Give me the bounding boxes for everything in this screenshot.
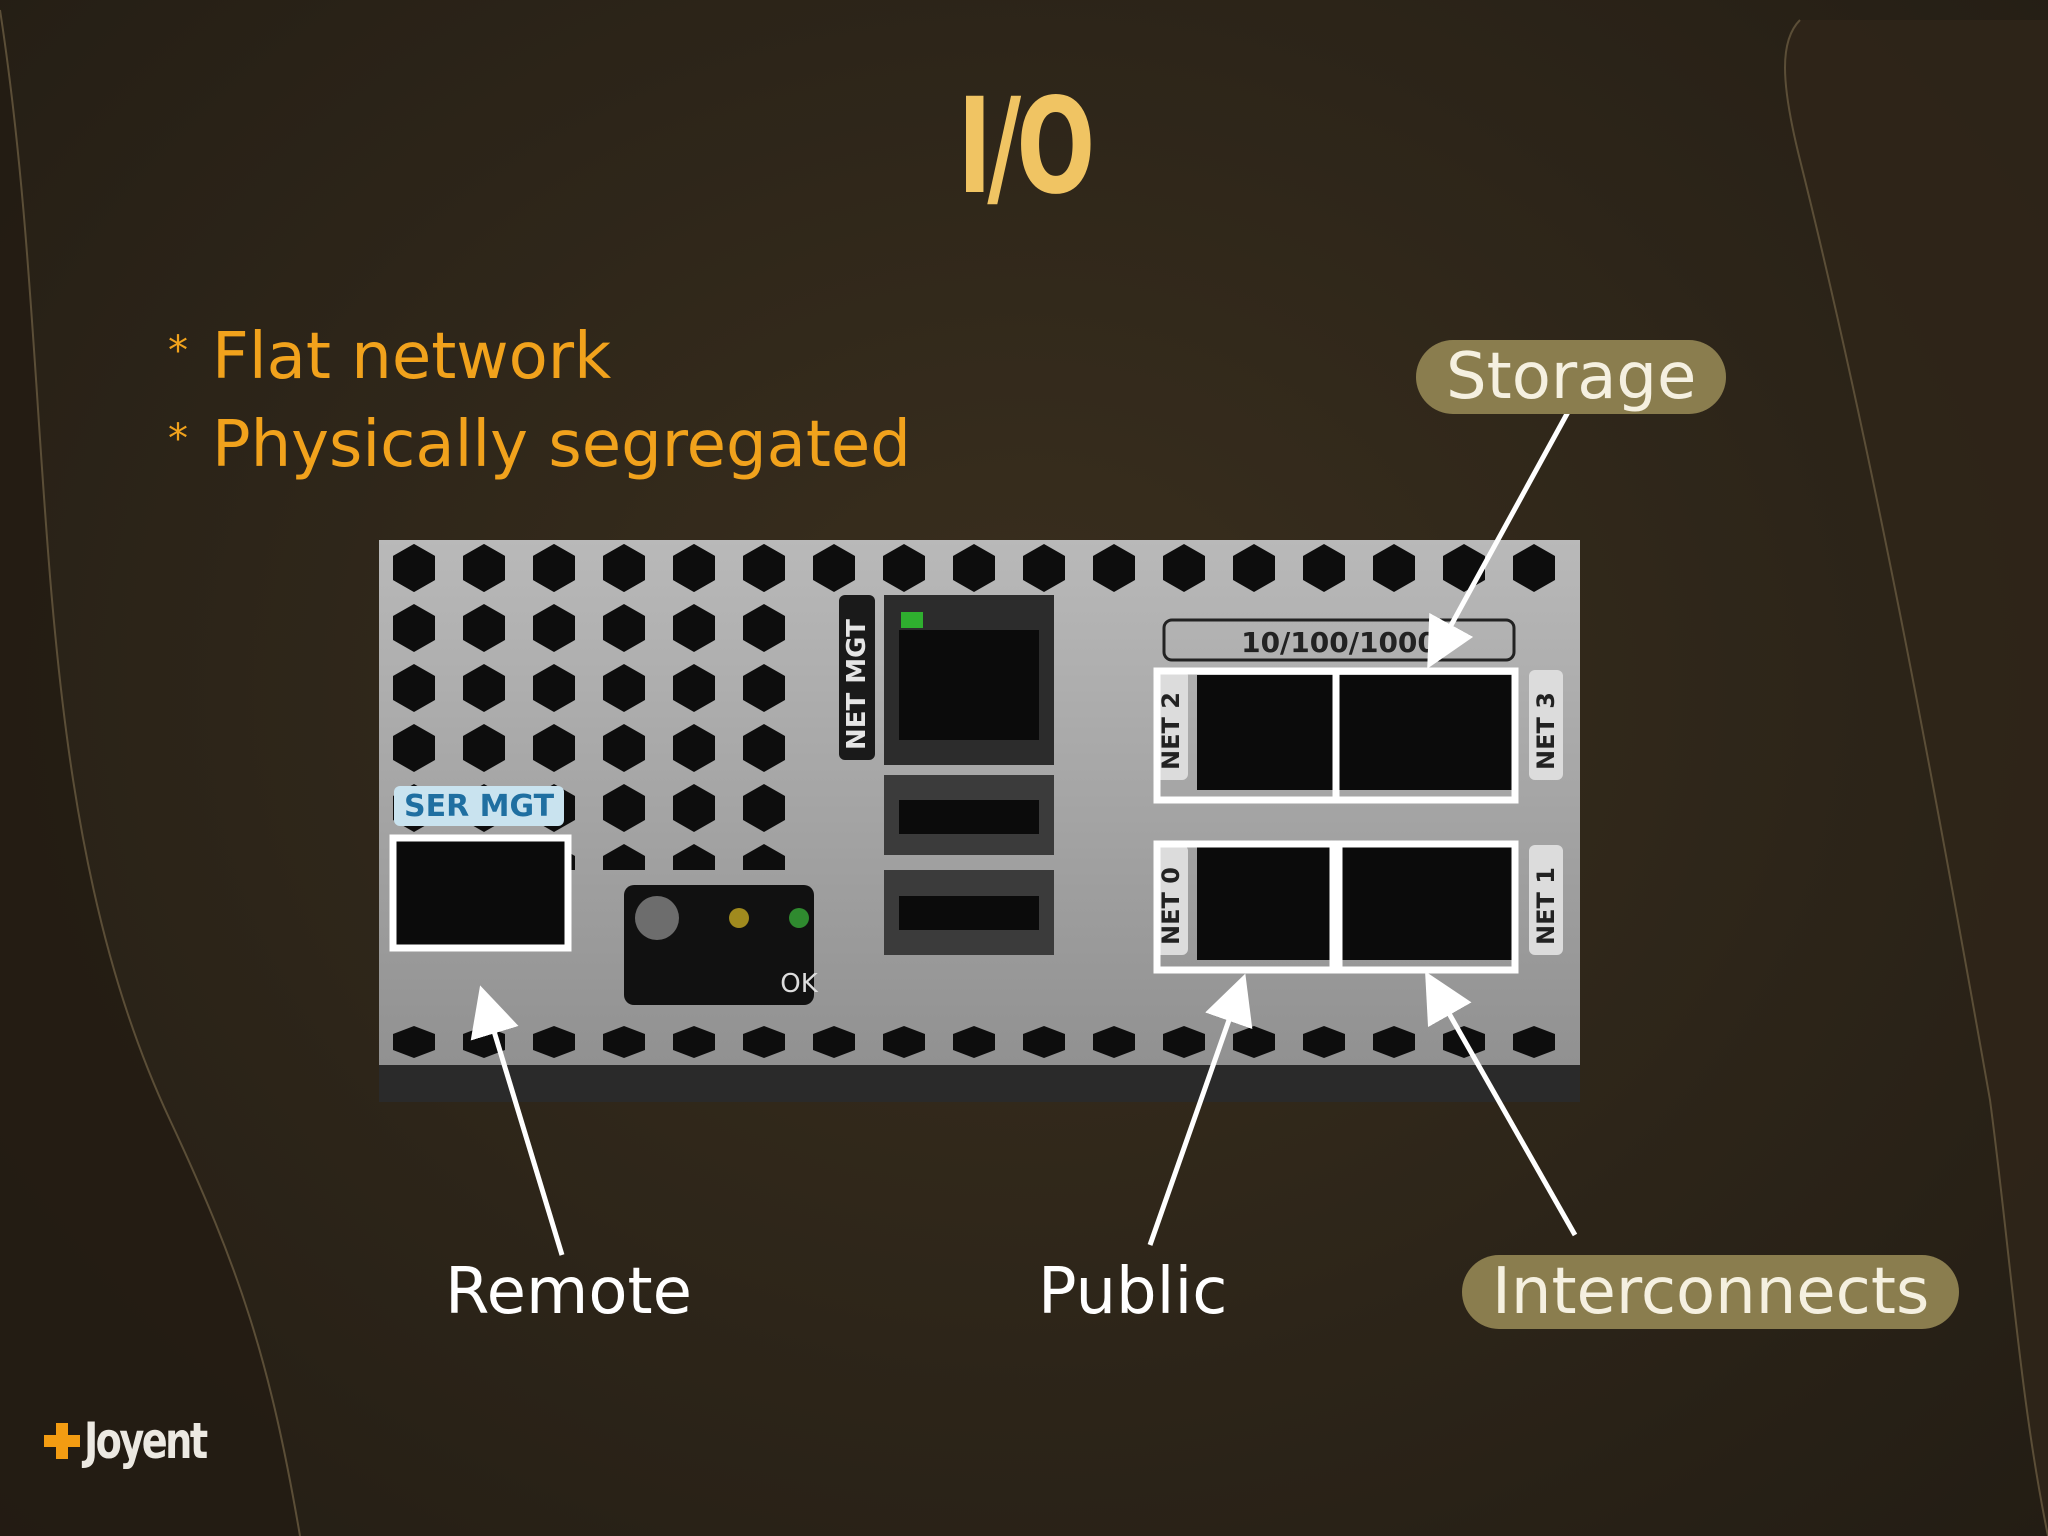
interconnects-callout: Interconnects <box>1462 1255 1960 1329</box>
ok-led-icon <box>789 908 809 928</box>
net1-label: NET 1 <box>1532 867 1560 945</box>
net2-net3-ports <box>1197 675 1517 790</box>
bullet-text: Flat network <box>212 320 612 394</box>
storage-callout: Storage <box>1416 340 1727 414</box>
public-arrow <box>1147 973 1253 1246</box>
interconnects-highlight <box>1335 840 1519 974</box>
ser-mgt-label-bg <box>394 786 564 826</box>
slide-title: I/O <box>957 70 1096 224</box>
net-mgt-label: NET MGT <box>842 619 872 750</box>
plus-icon <box>44 1423 80 1459</box>
bullet-marker: * <box>168 328 188 374</box>
bullet-item: * Flat network <box>168 320 911 408</box>
remote-callout: Remote <box>445 1255 692 1329</box>
public-highlight <box>1153 840 1337 974</box>
speed-label: 10/100/1000 <box>1241 626 1437 659</box>
bullet-item: * Physically segregated <box>168 408 911 496</box>
joyent-logo: Joyent <box>44 1412 227 1470</box>
bullet-marker: * <box>168 416 188 462</box>
bullet-text: Physically segregated <box>212 408 911 482</box>
ser-mgt-label: SER MGT <box>404 789 555 824</box>
logo-text: Joyent <box>84 1412 208 1470</box>
net2-label: NET 2 <box>1157 692 1185 770</box>
storage-arrow <box>1427 410 1571 669</box>
net0-net1-ports <box>1197 845 1517 960</box>
remote-highlight <box>389 834 572 952</box>
net3-label: NET 3 <box>1532 692 1560 770</box>
interconnects-arrow <box>1425 971 1578 1237</box>
server-panel-photo: SER MGT OK NET MGT 10/100/1000 NET 2 NET… <box>379 540 1580 1102</box>
remote-arrow <box>470 985 565 1256</box>
public-callout: Public <box>1038 1255 1228 1329</box>
ok-label: OK <box>780 969 818 999</box>
ser-mgt-port <box>393 836 568 948</box>
locator-button-icon <box>635 896 679 940</box>
bullet-list: * Flat network * Physically segregated <box>168 320 911 496</box>
service-led-icon <box>729 908 749 928</box>
net0-label: NET 0 <box>1157 867 1185 945</box>
